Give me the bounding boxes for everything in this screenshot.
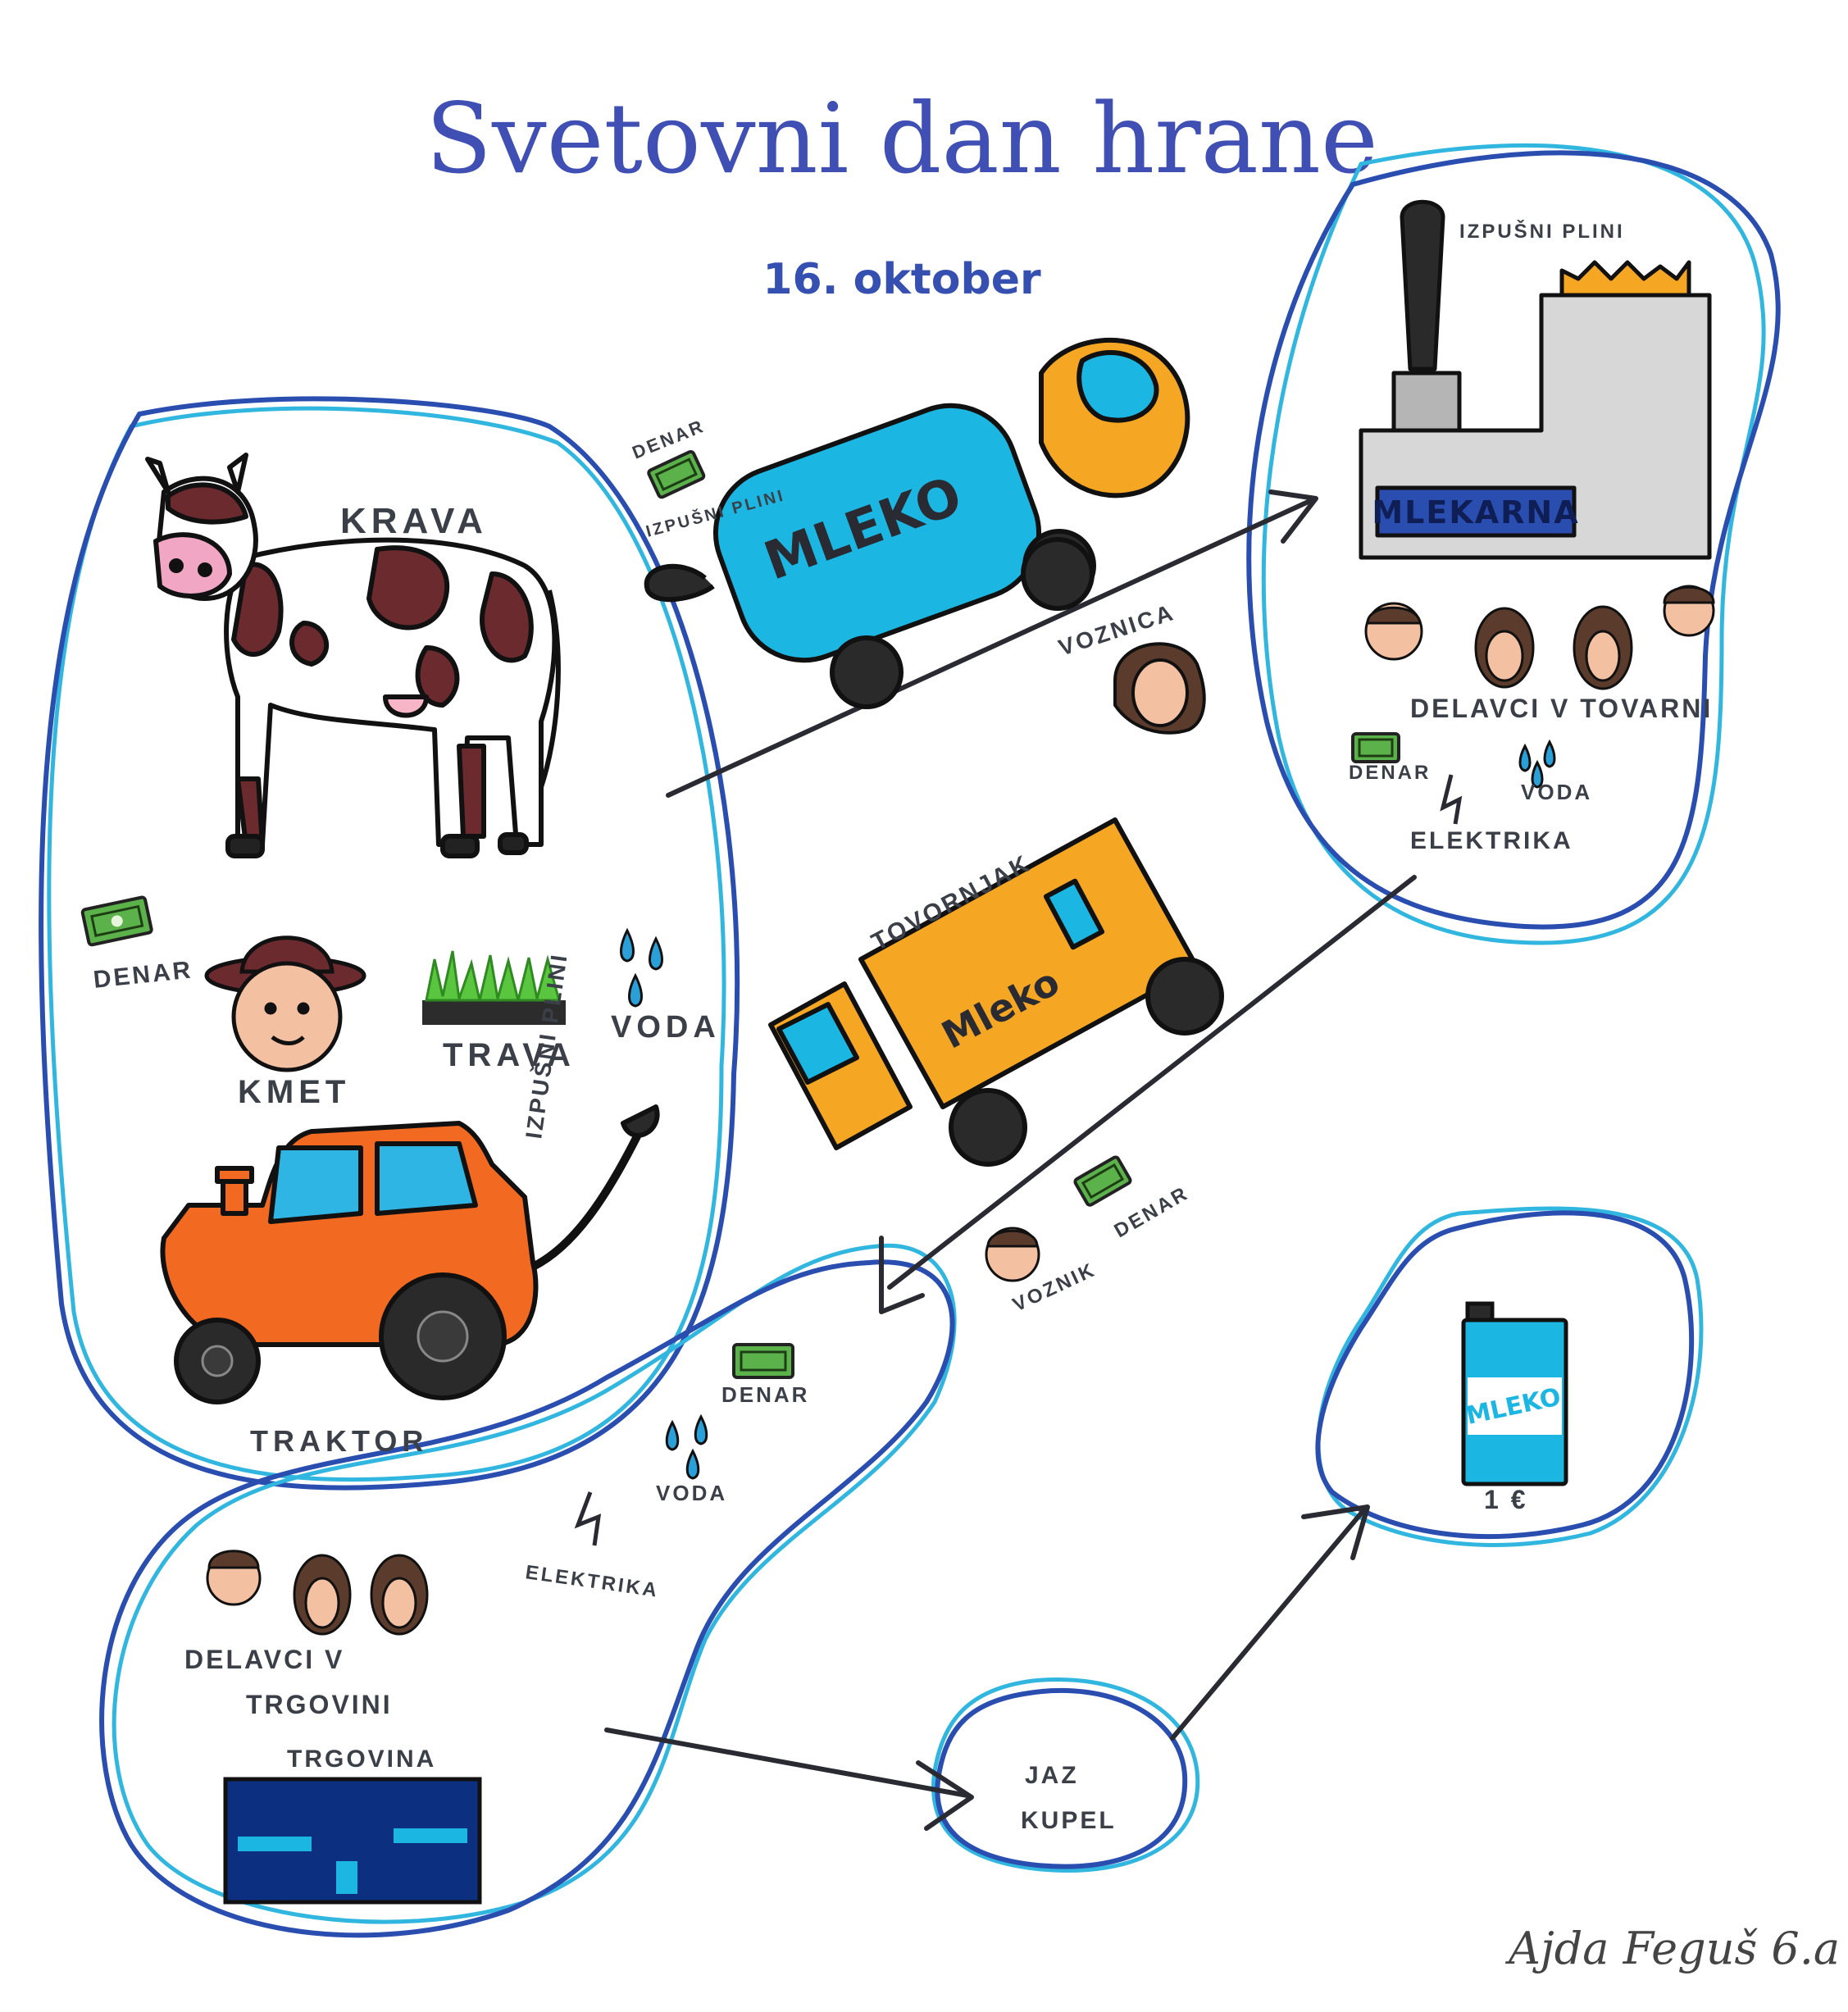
truck-money-icon bbox=[1073, 1155, 1132, 1207]
driver-man-icon bbox=[985, 1227, 1040, 1282]
dairy-money-icon bbox=[1351, 732, 1400, 763]
drawing-title: Svetovni dan hrane bbox=[426, 82, 1378, 195]
dairy-region bbox=[1246, 143, 1781, 945]
grass-label: TRAVA bbox=[443, 1037, 576, 1073]
store-water-icon bbox=[665, 1413, 708, 1480]
dairy-exhaust-label: IZPUŠNI PLINI bbox=[1459, 220, 1625, 243]
dairy-sign: MLEKARNA bbox=[1372, 494, 1579, 530]
delivery-truck-drawing bbox=[768, 817, 1224, 1167]
dairy-electricity-icon bbox=[1440, 774, 1463, 825]
arrow-me-to-product bbox=[1170, 1504, 1370, 1741]
farmer-drawing bbox=[204, 935, 366, 1072]
milk-tanker-drawing bbox=[644, 337, 1190, 709]
me-label-line1: JAZ bbox=[1025, 1762, 1079, 1789]
store-money-label: DENAR bbox=[721, 1382, 809, 1407]
product-price: 1 € bbox=[1484, 1485, 1527, 1514]
tractor-label: TRAKTOR bbox=[250, 1424, 428, 1458]
arrow-store-to-me bbox=[604, 1727, 974, 1831]
store-region bbox=[99, 1243, 957, 1938]
me-label-line2: KUPEL bbox=[1021, 1807, 1117, 1834]
cow-drawing bbox=[145, 453, 561, 858]
driver-woman-icon bbox=[1113, 642, 1206, 735]
store-electricity-label: ELEKTRIKA bbox=[524, 1561, 661, 1602]
grass-drawing bbox=[422, 950, 566, 1025]
me-region bbox=[931, 1677, 1200, 1873]
dairy-money-label: DENAR bbox=[1349, 762, 1431, 784]
farm-region bbox=[39, 396, 740, 1491]
dairy-water-label: VODA bbox=[1521, 780, 1592, 804]
store-money-icon bbox=[732, 1343, 794, 1379]
drawing-date: 16. oktober bbox=[762, 255, 1041, 304]
store-building-drawing bbox=[223, 1777, 482, 1905]
water-drops-icon bbox=[620, 927, 663, 1008]
dairy-electricity-label: ELEKTRIKA bbox=[1410, 827, 1573, 854]
tanker-money-icon bbox=[647, 449, 706, 499]
arrow-dairy-to-store bbox=[879, 875, 1417, 1314]
store-workers-icon bbox=[206, 1550, 429, 1636]
tractor-drawing bbox=[160, 1104, 660, 1404]
milk-carton-drawing bbox=[1461, 1301, 1568, 1486]
farmer-label: KMET bbox=[238, 1074, 350, 1110]
money-icon bbox=[80, 895, 153, 947]
artist-signature: Ajda Feguš 6.a bbox=[1504, 1923, 1840, 1974]
dairy-factory-drawing bbox=[1359, 199, 1712, 560]
factory-workers-label: DELAVCI V TOVARNI bbox=[1410, 694, 1713, 723]
store-electricity-icon bbox=[574, 1491, 602, 1546]
arrow-farm-to-dairy bbox=[666, 489, 1318, 798]
store-workers-label-line1: DELAVCI V bbox=[184, 1645, 344, 1674]
dairy-water-icon bbox=[1518, 739, 1556, 789]
store-label: TRGOVINA bbox=[287, 1746, 436, 1773]
store-water-label: VODA bbox=[656, 1481, 727, 1505]
cow-label: KRAVA bbox=[340, 501, 488, 541]
farm-money-label: DENAR bbox=[92, 956, 193, 994]
farm-water-label: VODA bbox=[611, 1010, 721, 1045]
truck-money-label: DENAR bbox=[1111, 1182, 1193, 1243]
product-region bbox=[1315, 1206, 1704, 1547]
store-workers-label-line2: TRGOVINI bbox=[246, 1690, 393, 1719]
factory-workers-icon bbox=[1364, 585, 1715, 690]
